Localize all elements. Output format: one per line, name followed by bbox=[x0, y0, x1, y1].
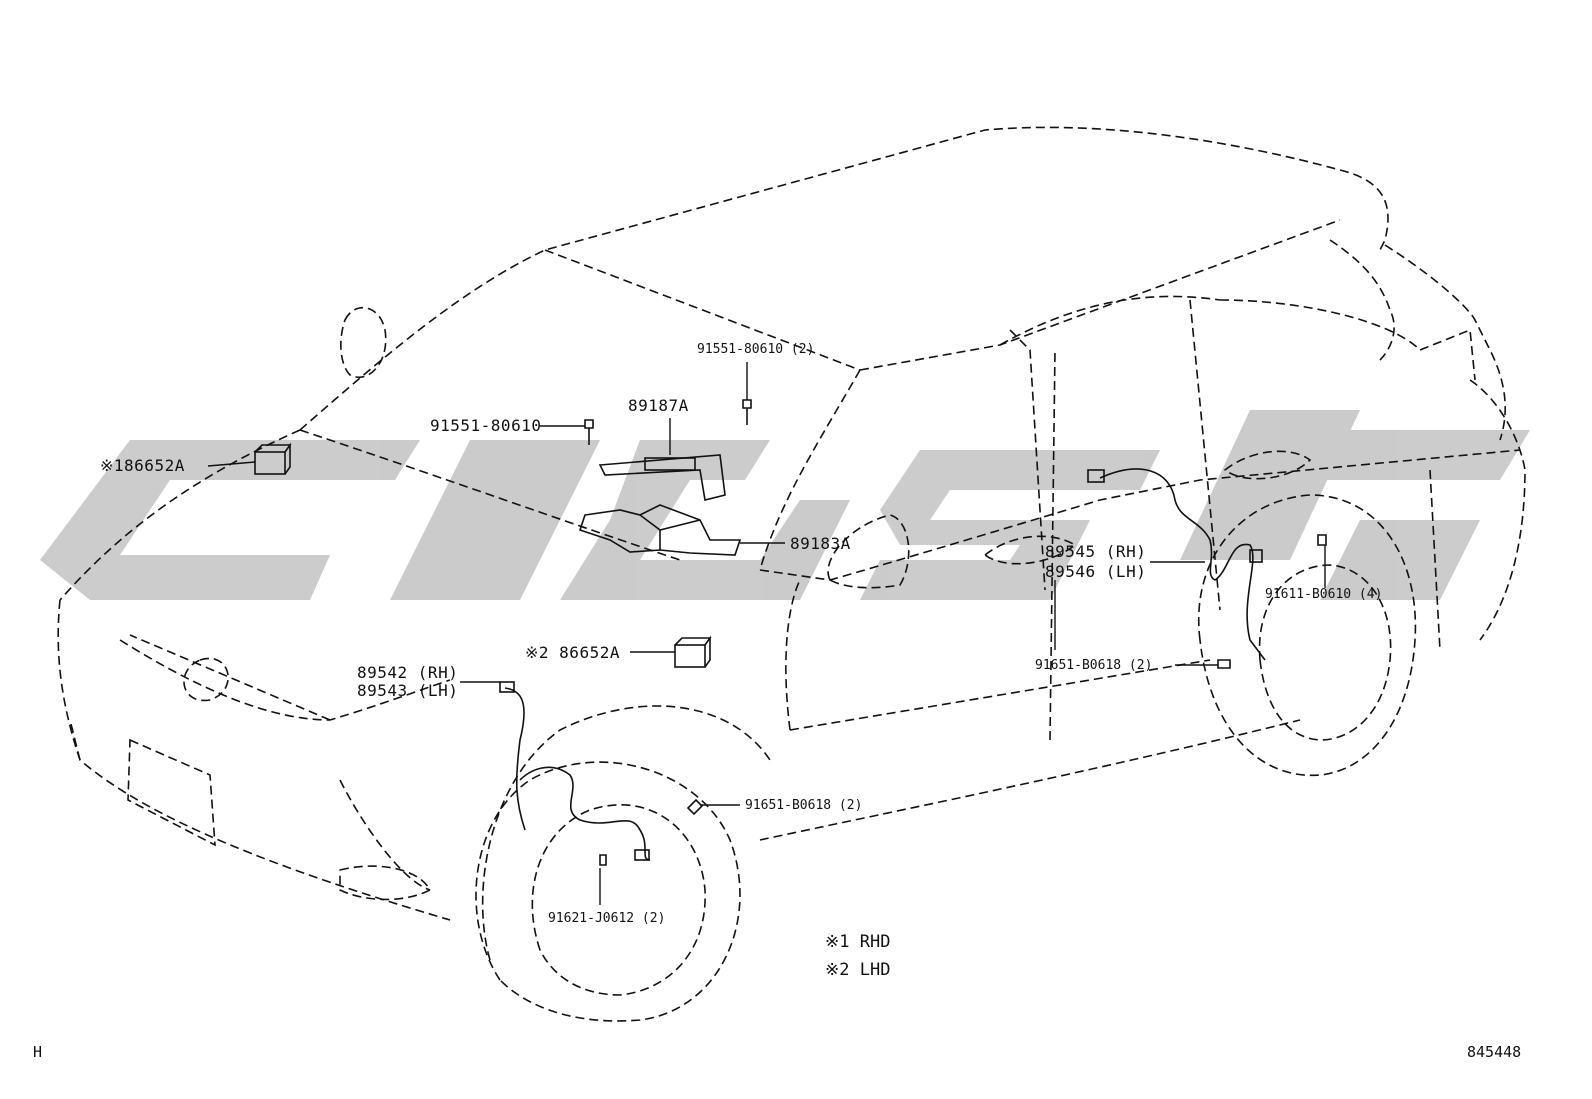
callout-91551-80610: 91551-80610 bbox=[430, 416, 542, 435]
callout-89546: 89546 (LH) bbox=[1045, 562, 1147, 581]
legend-text-2: LHD bbox=[859, 960, 891, 980]
callout-91651-B0618-front: 91651-B0618 (2) bbox=[745, 798, 863, 813]
legend-mark-1: ※1 bbox=[825, 932, 850, 952]
callout-89183A: 89183A bbox=[790, 534, 851, 553]
callout-91651-B0618-rear: 91651-B0618 (2) bbox=[1035, 658, 1153, 673]
callout-91551-80610-2: 91551-80610 (2) bbox=[697, 342, 815, 357]
connector-86652A bbox=[674, 644, 706, 668]
legend-item-1: ※1 RHD bbox=[825, 932, 890, 952]
parts bbox=[254, 399, 1327, 866]
callout-89543: 89543 (LH) bbox=[357, 681, 459, 700]
bracket-slot bbox=[644, 457, 696, 471]
callout-186652A: ※186652A bbox=[100, 456, 185, 475]
legend-item-2: ※2 LHD bbox=[825, 960, 890, 980]
callout-89187A: 89187A bbox=[628, 396, 689, 415]
diagram-number: 845448 bbox=[1467, 1043, 1522, 1061]
callout-91611-B0610: 91611-B0610 (4) bbox=[1265, 587, 1383, 602]
sensor-89183A bbox=[578, 504, 742, 556]
callout-86652A: ※2 86652A bbox=[525, 643, 620, 662]
front-harness bbox=[504, 687, 651, 861]
callout-89542: 89542 (RH) bbox=[357, 663, 459, 682]
bracket-89187A bbox=[598, 454, 726, 501]
connector-186652A bbox=[254, 451, 286, 475]
footer-left-code: H bbox=[33, 1043, 43, 1061]
bolt-91551-right bbox=[742, 399, 752, 425]
legend-text-1: RHD bbox=[859, 932, 891, 952]
watermark-logo bbox=[40, 410, 1530, 600]
callout-91621-J0612: 91621-J0612 (2) bbox=[548, 911, 666, 926]
body-outline bbox=[57, 126, 1526, 1022]
legend-mark-2: ※2 bbox=[825, 960, 850, 980]
leader-lines bbox=[207, 362, 1326, 905]
rear-harness bbox=[1099, 468, 1266, 661]
callout-89545: 89545 (RH) bbox=[1045, 542, 1147, 561]
